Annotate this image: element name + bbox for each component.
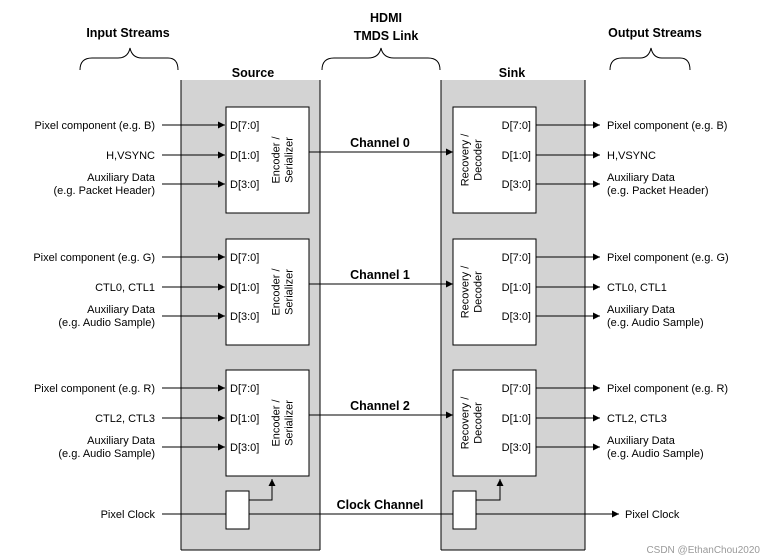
encoder-port-2-1: D[1:0] xyxy=(230,413,259,425)
decoder-port-2-1: D[1:0] xyxy=(502,413,531,425)
output-label-0-0: Pixel component (e.g. B) xyxy=(607,120,727,132)
channel-label-0: Channel 0 xyxy=(350,136,410,150)
output-label-0-1: H,VSYNC xyxy=(607,150,656,162)
clock-channel: Pixel Clock Clock Channel Pixel Clock xyxy=(101,479,680,530)
decoder-title-2: Recovery /Decoder xyxy=(460,396,485,450)
input-streams-brace xyxy=(79,47,179,71)
channel-2: Encoder /Serializer Recovery /Decoder Chan… xyxy=(34,369,728,477)
channel-1: Encoder /Serializer Recovery /Decoder Chan… xyxy=(33,238,729,346)
output-streams-header: Output Streams xyxy=(608,26,702,40)
watermark: CSDN @EthanChou2020 xyxy=(646,545,760,556)
input-streams-header: Input Streams xyxy=(86,26,169,40)
channel-0: Encoder /Serializer Recovery /Decoder Chan… xyxy=(35,106,727,214)
decoder-port-1-0: D[7:0] xyxy=(502,252,531,264)
output-streams-brace xyxy=(609,47,691,71)
decoder-port-1-1: D[1:0] xyxy=(502,282,531,294)
output-label-1-2: Auxiliary Data(e.g. Audio Sample) xyxy=(607,304,704,329)
encoder-title-1: Encoder /Serializer xyxy=(271,268,296,316)
encoder-port-2-0: D[7:0] xyxy=(230,383,259,395)
encoder-port-0-2: D[3:0] xyxy=(230,179,259,191)
encoder-port-0-1: D[1:0] xyxy=(230,150,259,162)
input-label-2-1: CTL2, CTL3 xyxy=(95,413,155,425)
input-label-1-0: Pixel component (e.g. G) xyxy=(33,252,155,264)
output-label-2-0: Pixel component (e.g. R) xyxy=(607,383,728,395)
decoder-port-2-0: D[7:0] xyxy=(502,383,531,395)
channel-label-2: Channel 2 xyxy=(350,399,410,413)
encoder-box-1 xyxy=(225,238,310,346)
decoder-title-0: Recovery /Decoder xyxy=(460,133,485,187)
input-label-0-0: Pixel component (e.g. B) xyxy=(35,120,155,132)
decoder-port-0-0: D[7:0] xyxy=(502,120,531,132)
encoder-port-0-0: D[7:0] xyxy=(230,120,259,132)
decoder-port-1-2: D[3:0] xyxy=(502,311,531,323)
decoder-box-1 xyxy=(452,238,537,346)
decoder-box-2 xyxy=(452,369,537,477)
encoder-port-1-2: D[3:0] xyxy=(230,311,259,323)
channel-label-1: Channel 1 xyxy=(350,268,410,282)
sink-header: Sink xyxy=(499,66,525,80)
decoder-box-0 xyxy=(452,106,537,214)
sink-clock-box xyxy=(452,490,477,530)
encoder-box-2 xyxy=(225,369,310,477)
output-label-1-1: CTL0, CTL1 xyxy=(607,282,667,294)
input-label-2-2: Auxiliary Data(e.g. Audio Sample) xyxy=(58,435,156,460)
pixel-clock-output-label: Pixel Clock xyxy=(625,509,680,521)
input-label-0-2: Auxiliary Data(e.g. Packet Header) xyxy=(54,172,156,197)
hdmi-header: HDMI xyxy=(370,11,402,25)
encoder-title-2: Encoder /Serializer xyxy=(271,399,296,447)
input-label-1-1: CTL0, CTL1 xyxy=(95,282,155,294)
pixel-clock-input-label: Pixel Clock xyxy=(101,509,156,521)
decoder-port-2-2: D[3:0] xyxy=(502,442,531,454)
output-label-1-0: Pixel component (e.g. G) xyxy=(607,252,729,264)
decoder-port-0-1: D[1:0] xyxy=(502,150,531,162)
source-clock-box xyxy=(225,490,250,530)
tmds-link-brace xyxy=(321,47,441,71)
input-label-1-2: Auxiliary Data(e.g. Audio Sample) xyxy=(58,304,156,329)
output-label-2-1: CTL2, CTL3 xyxy=(607,413,667,425)
tmds-link-header: TMDS Link xyxy=(354,29,419,43)
input-label-2-0: Pixel component (e.g. R) xyxy=(34,383,155,395)
clock-channel-label: Clock Channel xyxy=(337,498,424,512)
output-label-2-2: Auxiliary Data(e.g. Audio Sample) xyxy=(607,435,704,460)
output-label-0-2: Auxiliary Data(e.g. Packet Header) xyxy=(607,172,709,197)
encoder-box-0 xyxy=(225,106,310,214)
encoder-port-1-1: D[1:0] xyxy=(230,282,259,294)
encoder-port-1-0: D[7:0] xyxy=(230,252,259,264)
encoder-port-2-2: D[3:0] xyxy=(230,442,259,454)
input-label-0-1: H,VSYNC xyxy=(106,150,155,162)
decoder-title-1: Recovery /Decoder xyxy=(460,265,485,319)
source-header: Source xyxy=(232,66,274,80)
decoder-port-0-2: D[3:0] xyxy=(502,179,531,191)
encoder-title-0: Encoder /Serializer xyxy=(271,136,296,184)
